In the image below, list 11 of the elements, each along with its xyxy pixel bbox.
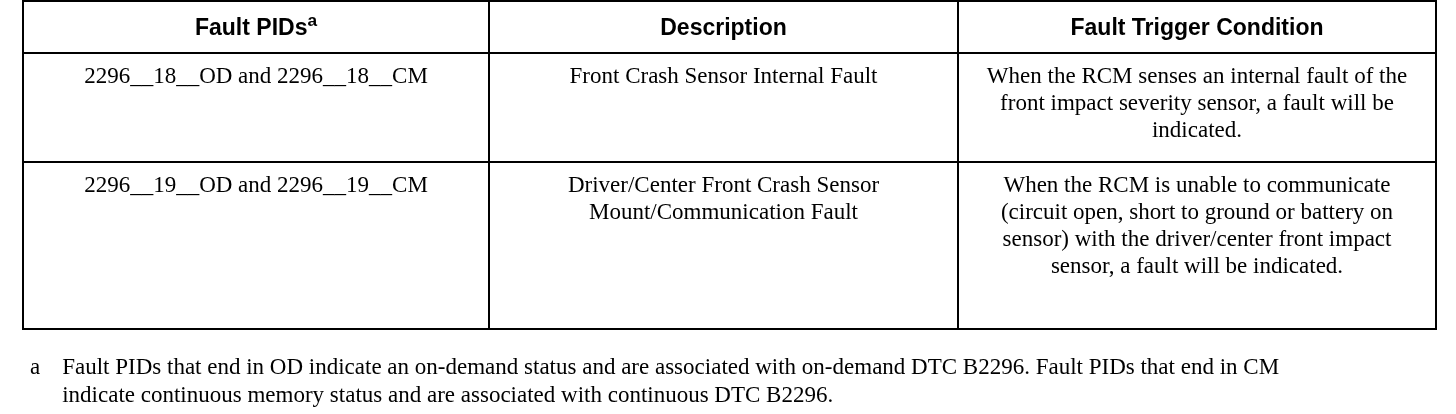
table-cell: 2296__18__OD and 2296__18__CM [23, 53, 489, 162]
table-cell: Driver/Center Front Crash Sensor Mount/Communication Fault [489, 162, 958, 329]
table-cell: When the RCM senses an internal fault of the front impact severity sensor, a fault will be indicated. [958, 53, 1436, 162]
table-cell: Front Crash Sensor Internal Fault [489, 53, 958, 162]
footnote-text: Fault PIDs that end in OD indicate an on-demand status and are associated with on-demand DTC B2296. Fault PIDs that end in CM indicate continuous memory status and are associated with continuous DTC B2296. [62, 353, 1281, 409]
column-header: Description [489, 1, 958, 53]
column-header: Fault Trigger Condition [958, 1, 1436, 53]
column-header: Fault PIDs$^{a}$ [23, 1, 489, 53]
table-cell: 2296__19__OD and 2296__19__CM [23, 162, 489, 329]
footnote-marker: a [30, 353, 41, 381]
table-cell: When the RCM is unable to communicate (circuit open, short to ground or battery on sensor) with the driver/center front impact sensor, a fault will be indicated. [958, 162, 1436, 329]
